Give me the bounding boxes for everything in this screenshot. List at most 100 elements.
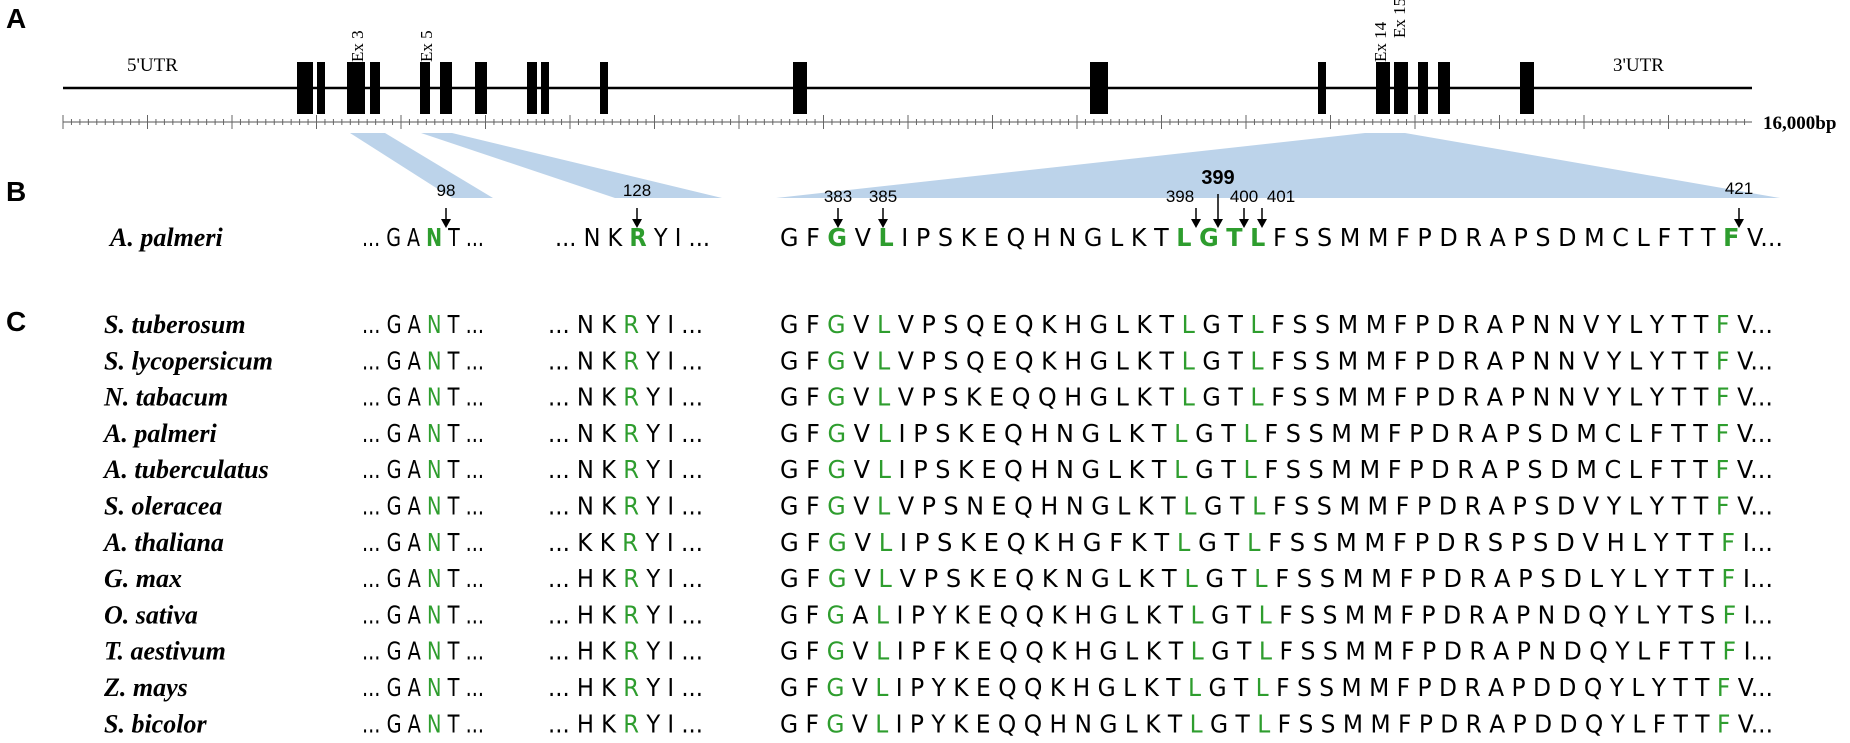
residue-run: V P S K E Q K N G L K T (892, 564, 1184, 593)
exon-group (297, 62, 1534, 114)
scale-ruler (62, 115, 1752, 129)
highlighted-residue: L (1250, 383, 1263, 412)
residue-run: Y I ... (647, 223, 710, 252)
residue-run: F S S M M F P D R A P S D V Y L Y T T (1265, 492, 1716, 521)
pos-385-label: 385 (869, 187, 897, 206)
species-name: A. palmeri (102, 419, 217, 448)
highlighted-residue: F (1721, 564, 1735, 593)
species-name: T. aestivum (104, 637, 226, 666)
sequence-alignment: S. tuberosum... G A N T ...... N K R Y I… (102, 310, 1773, 738)
residue-run: I... (1735, 564, 1773, 593)
highlighted-residue: L (1190, 709, 1203, 738)
exon-block (1376, 62, 1390, 114)
residue-run: V (846, 492, 877, 521)
residue-run: G F (780, 223, 827, 252)
residue-run: V (845, 637, 876, 666)
residue-run: T ... (441, 709, 484, 738)
highlighted-residue: R (629, 223, 646, 252)
residue-run: Y I ... (639, 637, 703, 666)
sequence-text: G F G V L I P S K E Q H N G L K T L G T … (780, 455, 1773, 484)
sequence-text: ... G A N T ... (362, 600, 484, 629)
residue-run: T ... (441, 637, 484, 666)
residue-run: ... G A (362, 492, 427, 521)
sequence-text: G F G V L I P S K E Q H N G L K T L G T … (780, 223, 1783, 252)
highlighted-residue: F (1721, 528, 1735, 557)
sequence-text: ... G A N T ... (362, 528, 484, 557)
highlighted-residue: L (1243, 419, 1256, 448)
sequence-text: ... G A N T ... (362, 492, 484, 521)
sequence-text: ... N K R Y I ... (548, 346, 703, 375)
residue-run: V P S Q E Q K H G L K T (890, 310, 1181, 339)
highlighted-residue: L (878, 564, 892, 593)
residue-run: F S S M M F P D R S P S D V H L Y T T (1260, 528, 1721, 557)
residue-run: ... G A (362, 709, 427, 738)
residue-run: I P S K E Q H N G L K T (891, 455, 1174, 484)
residue-run: V P S N E Q H N G L K T (890, 492, 1183, 521)
residue-run: F S S M M F P D R A P S D M C L F T T (1265, 223, 1723, 252)
sequence-text: ... G A N T ... (362, 419, 484, 448)
residue-run: I... (1736, 637, 1773, 666)
highlighted-residue: L (877, 492, 890, 521)
residue-run: I P S K E Q H N G L K T (894, 223, 1177, 252)
alignment-row: Z. mays... G A N T ...... H K R Y I ...G… (103, 673, 1773, 702)
highlighted-residue: G (1199, 223, 1219, 252)
highlighted-residue: L (1174, 455, 1187, 484)
sequence-text: ... G A N T ... (362, 223, 484, 252)
residue-run: Y I ... (639, 492, 703, 521)
alignment-row: G. max... G A N T ...... H K R Y I ...G … (104, 564, 1773, 593)
residue-run: ... G A (362, 600, 427, 629)
highlighted-residue: R (623, 673, 639, 702)
highlighted-residue: N (427, 419, 441, 448)
highlighted-residue: L (1256, 673, 1269, 702)
scale-label: 16,000bp (1763, 113, 1836, 134)
residue-run: ... N K (548, 383, 623, 412)
sequence-text: ... N K R Y I ... (555, 223, 710, 252)
residue-run: V... (1730, 673, 1773, 702)
highlighted-residue: L (1254, 564, 1268, 593)
alignment-row: O. sativa... G A N T ...... H K R Y I ..… (104, 600, 1773, 629)
highlighted-residue: L (1191, 637, 1204, 666)
position-marker-arrow (1734, 219, 1744, 228)
species-name: A. tuberculatus (102, 455, 269, 484)
exon-label-3: Ex 3 (348, 30, 367, 62)
residue-run: I... (1736, 600, 1773, 629)
highlighted-residue: L (875, 673, 888, 702)
sequence-text: ... H K R Y I ... (548, 709, 703, 738)
sequence-text: G F G V L V P S Q E Q K H G L K T L G T … (780, 346, 1773, 375)
residue-run: G T (1187, 419, 1243, 448)
residue-run: V P S K E Q Q H G L K T (890, 383, 1181, 412)
residue-run: T ... (441, 528, 484, 557)
residue-run (1219, 223, 1227, 252)
highlighted-residue: N (427, 709, 441, 738)
exon-block (317, 62, 325, 114)
sequence-text: ... N K R Y I ... (548, 310, 703, 339)
residue-run: V P S Q E Q K H G L K T (890, 346, 1181, 375)
highlighted-residue: L (1177, 528, 1191, 557)
highlighted-residue: F (1717, 709, 1730, 738)
highlighted-residue: F (1717, 673, 1730, 702)
exon-block (527, 62, 537, 114)
residue-run: G F (780, 346, 827, 375)
residue-run: F S S M M F P D R A P N D Q Y L Y T S (1272, 600, 1723, 629)
residue-run: ... G A (362, 310, 427, 339)
residue-run: G F (780, 419, 828, 448)
residue-run: G T (1198, 564, 1254, 593)
residue-run: G F (780, 492, 827, 521)
residue-run: I... (1735, 528, 1773, 557)
exon-label-15: Ex 15 (1390, 0, 1409, 38)
highlighted-residue: F (1716, 492, 1730, 521)
highlighted-residue: R (623, 600, 639, 629)
highlighted-residue: R (623, 346, 639, 375)
panel-label-a: A (6, 3, 26, 34)
residue-run: V (846, 455, 878, 484)
residue-run: G F (780, 455, 828, 484)
residue-run: I P S K E Q H N G L K T (891, 419, 1174, 448)
residue-run: ... G A (362, 455, 427, 484)
residue-run: I P F K E Q Q K H G L K T (889, 637, 1190, 666)
residue-run: V (847, 564, 879, 593)
highlighted-residue: F (1716, 346, 1730, 375)
species-name: S. bicolor (104, 709, 207, 738)
highlighted-residue: R (623, 310, 639, 339)
highlighted-residue: L (877, 310, 890, 339)
species-name: G. max (104, 564, 182, 593)
